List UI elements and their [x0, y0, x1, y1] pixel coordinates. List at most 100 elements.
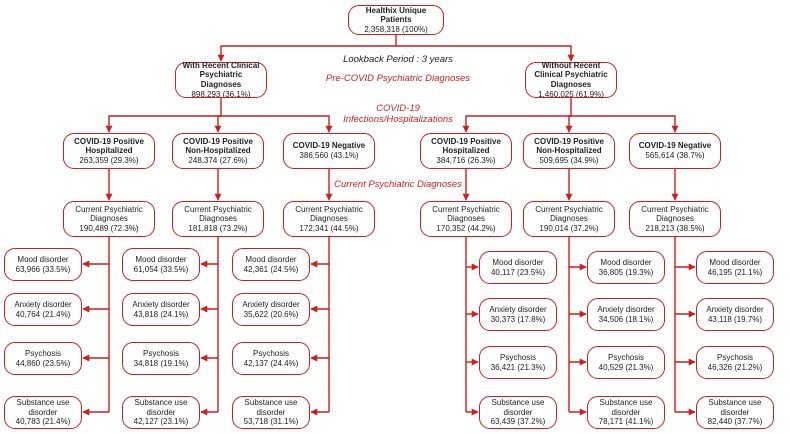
connector — [565, 115, 573, 133]
current-dx-node: Current Psychiatric Diagnoses 190,489 (7… — [63, 201, 155, 237]
covid-neg-node: COVID-19 Negative 386,560 (43.1%) — [283, 133, 375, 169]
node-title: COVID-19 Positive Hospitalized — [74, 136, 144, 156]
current-dx-node: Current Psychiatric Diagnoses 181,818 (7… — [172, 201, 264, 237]
node-title: Substance use disorder — [16, 398, 70, 417]
node-title: Current Psychiatric Diagnoses — [184, 204, 252, 224]
node-value: 63,439 (37.2%) — [490, 417, 546, 427]
anxiety-disorder-node: Anxiety disorder 43,818 (24.1%) — [122, 293, 200, 326]
node-value: 36,421 (21.3%) — [490, 362, 546, 372]
psychosis-node: Psychosis 36,421 (21.3%) — [479, 346, 557, 379]
anxiety-disorder-node: Anxiety disorder 30,373 (17.8%) — [479, 298, 557, 331]
node-title: Mood disorder — [709, 257, 761, 267]
substance-use-node: Substance use disorder 40,783 (21.4%) — [4, 396, 82, 429]
root-title: Healthix Unique Patients — [365, 5, 427, 25]
current-dx-node: Current Psychiatric Diagnoses 170,352 (4… — [420, 201, 512, 237]
node-value: 172,341 (44.5%) — [299, 223, 359, 233]
covid-label: COVID-19 Infections/Hospitalizations — [328, 103, 468, 126]
node-title: Mood disorder — [17, 254, 69, 264]
node-title: COVID-19 Negative — [292, 141, 366, 151]
psychosis-node: Psychosis 42,137 (24.4%) — [232, 342, 310, 375]
node-value: 44,860 (23.5%) — [15, 358, 71, 368]
node-title: Anxiety disorder — [132, 299, 190, 309]
node-value: 36,805 (19.3%) — [598, 267, 654, 277]
covid-pos-hosp-node: COVID-19 Positive Hospitalized 384,716 (… — [420, 133, 512, 169]
node-title: Current Psychiatric Diagnoses — [75, 204, 143, 224]
node-title: Substance use disorder — [491, 398, 545, 417]
node-value: 40,764 (21.4%) — [15, 309, 71, 319]
node-title: Current Psychiatric Diagnoses — [641, 204, 709, 224]
node-title: Mood disorder — [135, 254, 187, 264]
psychosis-node: Psychosis 34,818 (19.1%) — [122, 342, 200, 375]
current-dx-node: Current Psychiatric Diagnoses 218,213 (3… — [629, 201, 721, 237]
mood-disorder-node: Mood disorder 40,117 (23.5%) — [479, 251, 557, 284]
covid-label-line2: Infections/Hospitalizations — [343, 113, 453, 125]
node-value: 40,529 (21.3%) — [598, 362, 654, 372]
node-value: 35,622 (20.6%) — [243, 309, 299, 319]
node-title: Substance use disorder — [599, 398, 653, 417]
node-value: 42,137 (24.4%) — [243, 358, 299, 368]
connector — [217, 35, 397, 62]
mood-disorder-node: Mood disorder 61,054 (33.5%) — [122, 248, 200, 281]
node-title: Anxiety disorder — [489, 304, 547, 314]
node-value: 565,614 (38.7%) — [645, 151, 705, 160]
current-dx-node: Current Psychiatric Diagnoses 172,341 (4… — [283, 201, 375, 237]
node-title: Substance use disorder — [244, 398, 298, 417]
node-value: 384,716 (26.3%) — [436, 155, 496, 165]
node-value: 63,966 (33.5%) — [15, 264, 71, 274]
anxiety-disorder-node: Anxiety disorder 35,622 (20.6%) — [232, 293, 310, 326]
substance-use-node: Substance use disorder 53,718 (31.1%) — [232, 396, 310, 429]
node-value: 170,352 (44.2%) — [436, 223, 496, 233]
anxiety-disorder-node: Anxiety disorder 43,118 (19.7%) — [696, 298, 774, 331]
connector — [214, 115, 222, 133]
node-title: Mood disorder — [492, 257, 544, 267]
node-title: Psychosis — [252, 348, 289, 358]
node-title: COVID-19 Negative — [638, 141, 712, 151]
node-title: Psychosis — [607, 352, 644, 362]
node-title: COVID-19 Positive Non-Hospitalized — [183, 136, 253, 156]
node-title: Psychosis — [716, 352, 753, 362]
node-value: 30,373 (17.8%) — [490, 314, 546, 324]
node-value: 40,117 (23.5%) — [490, 267, 546, 277]
node-value: 78,171 (41.1%) — [598, 417, 654, 427]
node-title: COVID-19 Positive Hospitalized — [431, 136, 501, 156]
node-title: Anxiety disorder — [14, 299, 72, 309]
node-value: 34,818 (19.1%) — [133, 358, 189, 368]
substance-use-node: Substance use disorder 42,127 (23.1%) — [122, 396, 200, 429]
node-value: 1,460,025 (61.9%) — [538, 89, 604, 99]
node-value: 40,783 (21.4%) — [15, 417, 71, 427]
root-node: Healthix Unique Patients 2,358,318 (100%… — [348, 5, 444, 35]
current-label: Current Psychiatric Diagnoses — [334, 179, 462, 190]
anxiety-disorder-node: Anxiety disorder 40,764 (21.4%) — [4, 293, 82, 326]
psychosis-node: Psychosis 46,326 (21.2%) — [696, 346, 774, 379]
node-value: 386,560 (43.1%) — [299, 151, 359, 160]
connector — [462, 98, 572, 133]
without-recent-dx-node: Without Recent Clinical Psychiatric Diag… — [525, 60, 617, 99]
lookback-label: Lookback Period : 3 years — [343, 54, 453, 65]
node-value: 218,213 (38.5%) — [645, 223, 705, 233]
node-value: 181,818 (73.2%) — [188, 223, 248, 233]
node-value: 190,014 (37.2%) — [539, 223, 599, 233]
mood-disorder-node: Mood disorder 42,361 (24.5%) — [232, 248, 310, 281]
node-title: Without Recent Clinical Psychiatric Diag… — [534, 60, 608, 89]
node-title: With Recent Clinical Psychiatric Diagnos… — [182, 60, 260, 89]
anxiety-disorder-node: Anxiety disorder 34,506 (18.1%) — [587, 298, 665, 331]
node-title: Psychosis — [24, 348, 61, 358]
node-value: 46,326 (21.2%) — [707, 362, 763, 372]
covid-neg-node: COVID-19 Negative 565,614 (38.7%) — [629, 133, 721, 169]
node-value: 42,127 (23.1%) — [133, 417, 189, 427]
substance-use-node: Substance use disorder 63,439 (37.2%) — [479, 396, 557, 429]
node-title: Current Psychiatric Diagnoses — [535, 204, 603, 224]
node-title: Anxiety disorder — [242, 299, 300, 309]
node-value: 46,195 (21.1%) — [707, 267, 763, 277]
node-value: 190,489 (72.3%) — [79, 223, 139, 233]
node-title: Substance use disorder — [134, 398, 188, 417]
node-title: Current Psychiatric Diagnoses — [432, 204, 500, 224]
covid-pos-hosp-node: COVID-19 Positive Hospitalized 263,359 (… — [63, 133, 155, 169]
connector — [396, 45, 575, 62]
connector — [221, 115, 333, 133]
node-title: Substance use disorder — [708, 398, 762, 417]
node-value: 53,718 (31.1%) — [243, 417, 299, 427]
node-value: 509,695 (34.9%) — [539, 155, 599, 165]
